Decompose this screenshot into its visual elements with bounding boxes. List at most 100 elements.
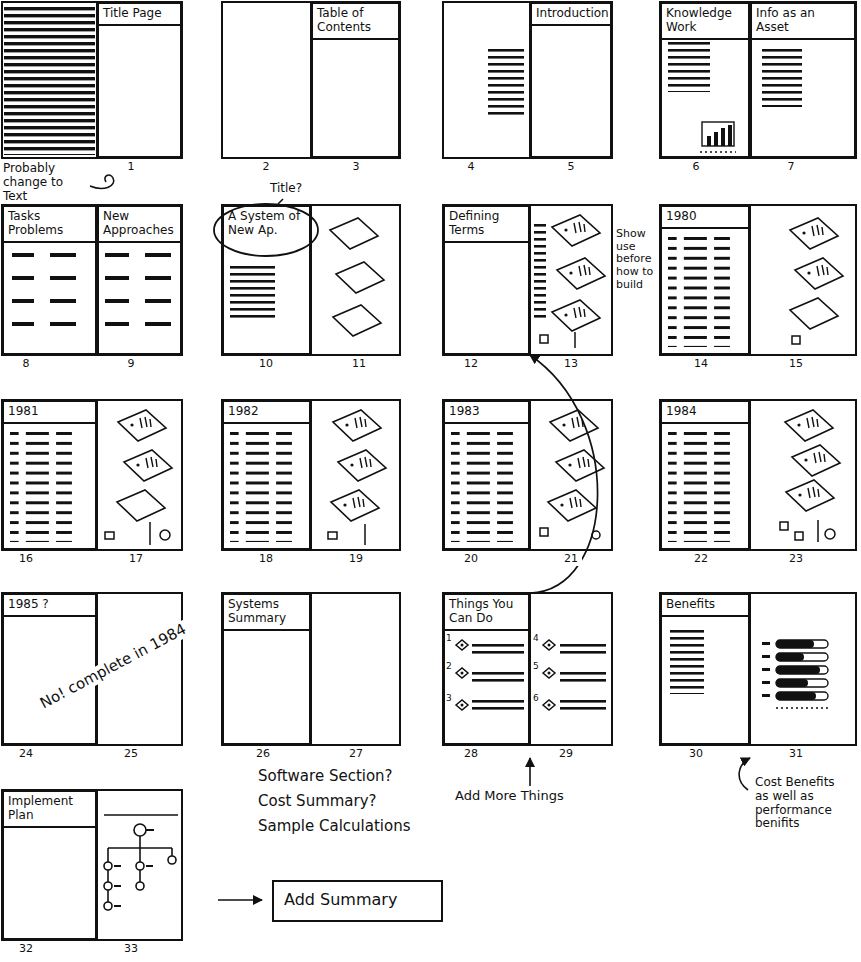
sketch-mark: [552, 215, 600, 246]
sketch-mark: [574, 332, 576, 348]
page-box: Info as an Asset: [750, 2, 856, 158]
page-box: Knowledge Work: [660, 2, 750, 158]
item-number: 1: [446, 633, 452, 643]
sketch-mark: [134, 824, 146, 836]
sketch-mark: [795, 532, 803, 540]
page-box: Table of Contents: [311, 2, 400, 158]
page-number: 5: [560, 161, 582, 174]
sketch-mark: [2, 790, 182, 940]
sketch-mark: [336, 262, 384, 293]
sketch-mark: [792, 336, 800, 344]
page-heading: 1980: [662, 207, 748, 229]
sketch-mark: [762, 668, 770, 671]
page-box: New Approaches: [97, 205, 182, 355]
page-number: 18: [255, 553, 277, 566]
page-number: 11: [348, 358, 370, 371]
sketch-mark: [762, 642, 770, 645]
sketch-mark: [136, 862, 144, 870]
sketch-mark: [107, 870, 109, 882]
item-number: 6: [533, 693, 539, 703]
page-box: 1983: [443, 400, 530, 550]
sketch-mark: [114, 865, 121, 867]
sketch-mark: [472, 700, 524, 714]
sketch-mark: [776, 666, 828, 674]
sketch-mark: [90, 175, 114, 188]
sketch-mark: [214, 204, 318, 256]
sketch-mark: [776, 640, 828, 648]
sketch-mark: [543, 668, 555, 678]
sketch-mark: [117, 490, 165, 521]
sketch-mark: [443, 205, 612, 355]
note-text: Probably change to Text: [3, 162, 91, 203]
sketch-mark: [714, 132, 718, 146]
note-text: Cost Benefits as well as performance ben…: [755, 776, 850, 831]
sketch-mark: [146, 829, 154, 831]
sketch-mark: [2, 205, 182, 355]
page-box: Title Page: [97, 2, 182, 158]
page-number: 15: [785, 358, 807, 371]
page-heading: Knowledge Work: [662, 4, 748, 40]
sketch-mark: [557, 258, 605, 289]
sketch-mark: [451, 432, 523, 542]
page-number: 25: [120, 748, 142, 761]
page-box: Introduction: [530, 2, 612, 158]
page-box: Tasks Problems: [2, 205, 97, 355]
sketch-mark: [456, 640, 468, 650]
sketch-mark: [560, 700, 606, 714]
sketch-mark: [12, 240, 34, 340]
sketch-mark: [776, 679, 828, 687]
sketch-mark: [10, 432, 82, 542]
sketch-mark: [660, 205, 856, 355]
page-number: 21: [560, 553, 582, 566]
sketch-mark: [660, 2, 856, 158]
page-number: 9: [120, 358, 142, 371]
page-heading: 1984: [662, 402, 748, 424]
sketch-mark: [443, 593, 612, 745]
sketch-mark: [780, 522, 788, 530]
page-number: 33: [120, 943, 142, 956]
page-number: 14: [690, 358, 712, 371]
page-number: 23: [785, 553, 807, 566]
sketch-mark: [776, 640, 828, 700]
page-number: 12: [460, 358, 482, 371]
note-text: No! complete in 1984: [36, 620, 191, 713]
sketch-mark: [776, 653, 828, 661]
sketch-mark: [728, 125, 732, 146]
sketch-mark: [50, 240, 76, 340]
sketch-mark: [534, 222, 546, 322]
sketch-mark: [540, 528, 548, 536]
page-number: 13: [560, 358, 582, 371]
page-box: Defining Terms: [443, 205, 530, 355]
sketch-mark: [817, 520, 819, 542]
sketch-mark: [139, 836, 141, 848]
sketch-mark: [230, 432, 302, 542]
page-heading: Table of Contents: [313, 4, 398, 40]
sketch-mark: [107, 848, 109, 862]
leader-line: [90, 175, 750, 900]
sketch-mark: [472, 640, 524, 654]
page-heading: Info as an Asset: [752, 4, 854, 40]
page-number: 27: [345, 748, 367, 761]
sketch-mark: [550, 410, 598, 441]
sketch-mark: [328, 532, 337, 539]
note-text: Cost Summary?: [258, 793, 377, 810]
sketch-mark: [218, 899, 262, 901]
sketch-mark: [114, 829, 154, 907]
page-number: 28: [460, 748, 482, 761]
sketch-mark: [776, 692, 828, 700]
sketch-mark: [2, 400, 182, 550]
page-number: 4: [460, 161, 482, 174]
sketch-mark: [668, 237, 740, 347]
sketch-mark: [668, 42, 710, 92]
sketch-mark: [2, 2, 182, 158]
sketch-mark: [136, 882, 144, 890]
sketch-mark: [700, 151, 736, 153]
page-heading: Implement Plan: [4, 792, 95, 828]
sketch-mark: [139, 870, 141, 882]
page-box: Implement Plan: [2, 790, 97, 940]
sketch-mark: [160, 530, 170, 540]
page-number: 24: [15, 748, 37, 761]
sketch-mark: [230, 262, 275, 322]
